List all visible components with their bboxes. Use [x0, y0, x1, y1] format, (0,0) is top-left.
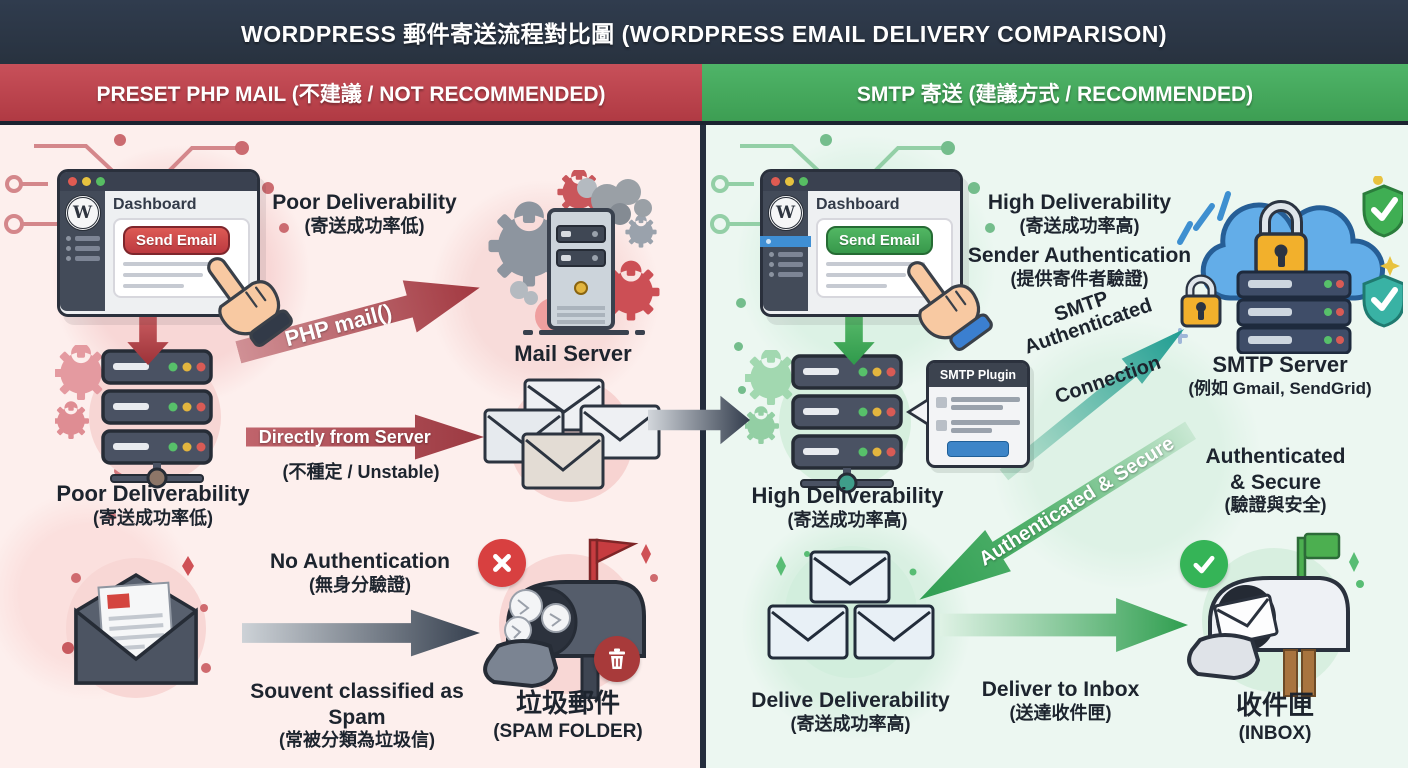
decor-dot — [108, 512, 116, 520]
smtp-cloud-server-icon — [1172, 176, 1403, 354]
smtp-server-label: SMTP Server (例如 Gmail, SendGrid) — [1188, 352, 1372, 398]
cursor-hand-icon — [173, 229, 311, 371]
sidebar-menu-item — [768, 272, 803, 277]
sidebar-menu-item — [65, 246, 100, 251]
dashboard-card: Send Email — [816, 218, 953, 298]
callout-tail — [906, 398, 928, 426]
sidebar-menu-item — [768, 262, 803, 267]
placeholder-text-line — [123, 262, 223, 266]
secure-note: Authenticated & Secure (驗證與安全) — [1205, 445, 1346, 516]
sidebar-menu-item — [65, 256, 100, 261]
placeholder-text-line — [826, 262, 926, 266]
unstable-note: (不種定 / Unstable) — [282, 462, 440, 482]
window-close-icon — [68, 177, 77, 186]
plugin-action-button[interactable] — [947, 441, 1009, 457]
sender-auth-note: Sender Authentication (提供寄件者驗證) — [967, 244, 1192, 289]
inbox-label: 收件匣 (INBOX) — [1235, 690, 1314, 744]
sidebar-active-item — [760, 236, 811, 247]
left-panel-header: PRESET PHP MAIL (不建議 / NOT RECOMMENDED) — [0, 64, 702, 125]
decor-dot — [734, 342, 743, 351]
server-caption-right: High Deliverability (寄送成功率高) — [751, 483, 944, 530]
smtp-plugin-title: SMTP Plugin — [929, 363, 1027, 387]
title-bar: WORDPRESS 郵件寄送流程對比圖 (WORDPRESS EMAIL DEL… — [0, 0, 1408, 64]
server-stack-icon-left — [55, 345, 221, 489]
server-stack-icon-right — [745, 350, 911, 494]
left-header-label: PRESET PHP MAIL (不建議 / NOT RECOMMENDED) — [96, 82, 606, 106]
send-email-button-smtp[interactable]: Send Email — [826, 226, 933, 255]
wp-sidebar: W — [60, 191, 105, 311]
deliver-note: Deliver to Inbox (送達收件匣) — [981, 678, 1140, 723]
trio-caption: Delive Deliverability (寄送成功率高) — [751, 689, 950, 734]
sidebar-menu-item — [768, 252, 803, 257]
right-panel-header: SMTP 寄送 (建議方式 / RECOMMENDED) — [702, 64, 1408, 125]
mail-server-label: Mail Server — [514, 341, 632, 366]
envelope-cluster-icon — [483, 378, 661, 502]
trash-badge-icon — [594, 636, 640, 682]
wordpress-window-left: W Dashboard Send Email — [57, 169, 260, 317]
wordpress-window-right: W Dashboard Send Email — [760, 169, 963, 317]
high-deliverability-note: High Deliverability (寄送成功率高) — [987, 191, 1172, 236]
direct-arrow-label: Directly from Server — [258, 426, 431, 447]
dashboard-title: Dashboard — [816, 196, 900, 213]
send-email-button-php[interactable]: Send Email — [123, 226, 230, 255]
open-envelope-icon — [62, 556, 211, 698]
window-maximize-icon — [96, 177, 105, 186]
plugin-setting-row — [936, 417, 1020, 433]
wordpress-logo-icon: W — [64, 195, 101, 231]
inbox-mailbox-icon — [1187, 532, 1364, 697]
right-header-label: SMTP 寄送 (建議方式 / RECOMMENDED) — [856, 82, 1254, 106]
spam-note: Souvent classified as Spam (常被分類為垃圾信) — [250, 680, 464, 751]
wp-sidebar: W — [760, 191, 811, 311]
server-caption-left: Poor Deliverability (寄送成功率低) — [56, 481, 250, 528]
x-badge-icon — [478, 539, 526, 587]
decor-dot — [738, 386, 746, 394]
poor-deliverability-note: Poor Deliverability (寄送成功率低) — [272, 191, 457, 236]
check-badge-icon — [1180, 540, 1228, 588]
wordpress-logo-icon: W — [767, 195, 804, 231]
placeholder-text-line — [826, 284, 887, 288]
placeholder-text-line — [123, 273, 203, 277]
placeholder-text-line — [826, 273, 906, 277]
panel-divider — [700, 125, 706, 768]
window-minimize-icon — [82, 177, 91, 186]
no-auth-note: No Authentication (無身分驗證) — [269, 550, 451, 595]
envelope-trio-icon — [767, 546, 935, 678]
window-titlebar — [60, 172, 257, 191]
sidebar-menu-item — [65, 236, 100, 241]
smtp-plugin-callout: SMTP Plugin — [926, 360, 1030, 468]
window-titlebar — [763, 172, 960, 191]
spam-mailbox-icon — [483, 538, 658, 699]
window-minimize-icon — [785, 177, 794, 186]
plugin-setting-row — [936, 394, 1020, 410]
spam-folder-label: 垃圾郵件 (SPAM FOLDER) — [493, 688, 643, 742]
dashboard-title: Dashboard — [113, 196, 197, 213]
window-maximize-icon — [799, 177, 808, 186]
decor-dot — [736, 298, 746, 308]
cursor-hand-icon — [873, 233, 1011, 375]
window-close-icon — [771, 177, 780, 186]
page-title: WORDPRESS 郵件寄送流程對比圖 (WORDPRESS EMAIL DEL… — [241, 21, 1167, 47]
mail-server-icon — [488, 170, 660, 335]
placeholder-text-line — [123, 284, 184, 288]
